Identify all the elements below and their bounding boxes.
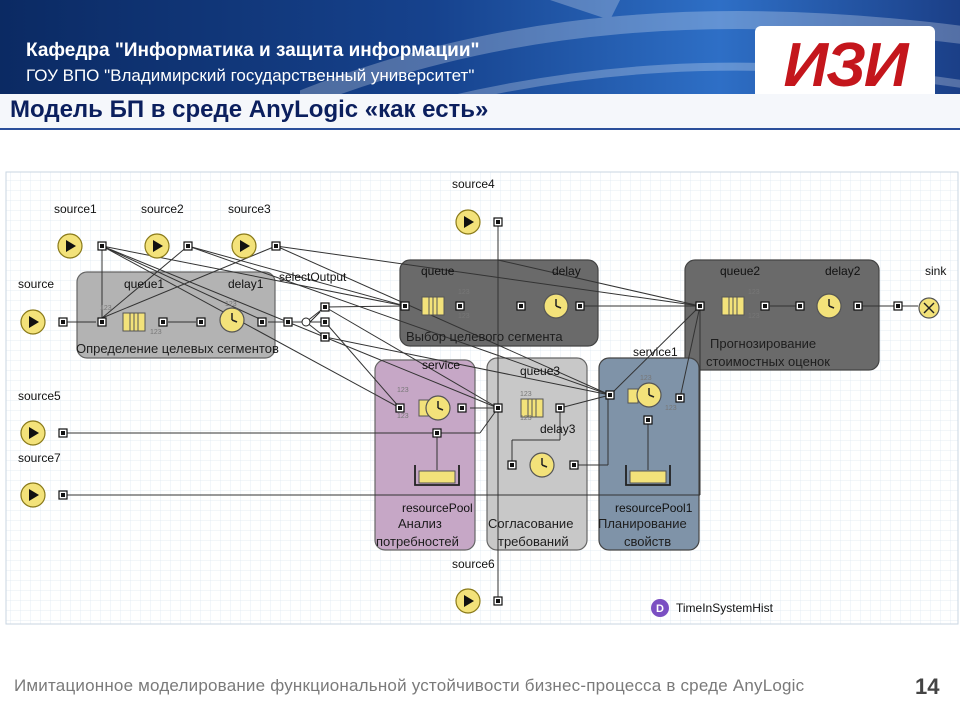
source4-icon[interactable] [455, 209, 481, 235]
group-requirements-label-1: Согласование [488, 516, 573, 531]
dataset-label: TimeInSystemHist [676, 601, 774, 615]
queue2-label: queue2 [720, 264, 760, 278]
source1-icon[interactable] [57, 233, 83, 259]
svg-text:123: 123 [748, 289, 760, 296]
svg-text:123: 123 [100, 305, 112, 312]
block-counters: 123 123 123 123 123 123 123 123 123 123 … [100, 289, 760, 422]
queue1-label: queue1 [124, 277, 164, 291]
svg-text:123: 123 [225, 301, 237, 308]
source6-icon[interactable] [455, 588, 481, 614]
source2-icon[interactable] [144, 233, 170, 259]
group-cost-forecast-label-2: стоимостных оценок [706, 354, 830, 369]
service1-clock-icon[interactable] [636, 382, 662, 408]
dataset-icon [651, 599, 669, 617]
svg-text:123: 123 [397, 413, 409, 420]
dataset-icon-letter: D [656, 603, 664, 615]
source5-label: source5 [18, 389, 61, 403]
queue-icon[interactable] [421, 296, 445, 316]
delay3-clock-icon[interactable] [529, 452, 555, 478]
svg-text:123: 123 [640, 375, 652, 382]
resource-pool-label: resourcePool [402, 501, 473, 515]
source-label: source [18, 277, 54, 291]
service-clock-icon[interactable] [425, 395, 451, 421]
source3-icon[interactable] [231, 233, 257, 259]
delay1-label: delay1 [228, 277, 264, 291]
source5-icon[interactable] [20, 420, 46, 446]
group-target-segments [76, 271, 276, 359]
university-name: ГОУ ВПО "Владимирский государственный ун… [26, 66, 475, 85]
queue-label: queue [421, 264, 455, 278]
svg-text:123: 123 [397, 387, 409, 394]
source2-label: source2 [141, 202, 184, 216]
queue2-icon[interactable] [721, 296, 745, 316]
group-properties-planning [598, 357, 700, 551]
queue3-label: queue3 [520, 364, 560, 378]
group-requirements-label-2: требований [498, 534, 569, 549]
source1-label: source1 [54, 202, 97, 216]
title-bar: Модель БП в среде AnyLogic «как есть» [0, 94, 960, 130]
delay1-clock-icon[interactable] [219, 307, 245, 333]
svg-text:123: 123 [458, 289, 470, 296]
delay3-label: delay3 [540, 422, 576, 436]
group-needs-analysis-label-2: потребностей [376, 534, 459, 549]
delay-clock-icon[interactable] [543, 293, 569, 319]
service-label: service [422, 358, 460, 372]
svg-text:123: 123 [665, 405, 677, 412]
svg-text:123: 123 [520, 415, 532, 422]
page-number: 14 [915, 674, 940, 699]
service1-label: service1 [633, 345, 678, 359]
select-output-icon[interactable] [301, 311, 321, 327]
source7-label: source7 [18, 451, 61, 465]
select-output-label: selectOutput [279, 270, 347, 284]
group-cost-forecast [684, 259, 880, 371]
logo-text: ИЗИ [783, 31, 908, 100]
group-needs-analysis-label-1: Анализ [398, 516, 442, 531]
sink-icon[interactable] [918, 297, 940, 319]
svg-text:123: 123 [458, 313, 470, 320]
source4-label: source4 [452, 177, 495, 191]
slide-title: Модель БП в среде AnyLogic «как есть» [10, 96, 489, 123]
resource-pool1-label: resourcePool1 [615, 501, 693, 515]
source7-icon[interactable] [20, 482, 46, 508]
dataset-time-in-system-hist[interactable]: D TimeInSystemHist [651, 599, 774, 617]
group-choose-segment-label: Выбор целевого сегмента [406, 329, 563, 344]
source-icon[interactable] [20, 309, 46, 335]
source3-label: source3 [228, 202, 271, 216]
delay2-clock-icon[interactable] [816, 293, 842, 319]
delay-label: delay [552, 264, 581, 278]
group-target-segments-label: Определение целевых сегментов [76, 341, 279, 356]
queue1-icon[interactable] [122, 312, 146, 332]
sink-label: sink [925, 264, 947, 278]
slide-footer: Имитационное моделирование функционально… [14, 676, 805, 695]
department-name: Кафедра "Информатика и защита информации… [26, 40, 480, 61]
anylogic-model-diagram: source source1 source2 source3 source4 s… [5, 171, 959, 625]
group-properties-label-2: свойств [624, 534, 671, 549]
svg-text:123: 123 [748, 313, 760, 320]
delay2-label: delay2 [825, 264, 861, 278]
group-cost-forecast-label-1: Прогнозирование [710, 336, 816, 351]
source6-label: source6 [452, 557, 495, 571]
svg-text:123: 123 [150, 329, 162, 336]
group-properties-label-1: Планирование [598, 516, 687, 531]
svg-text:123: 123 [520, 391, 532, 398]
